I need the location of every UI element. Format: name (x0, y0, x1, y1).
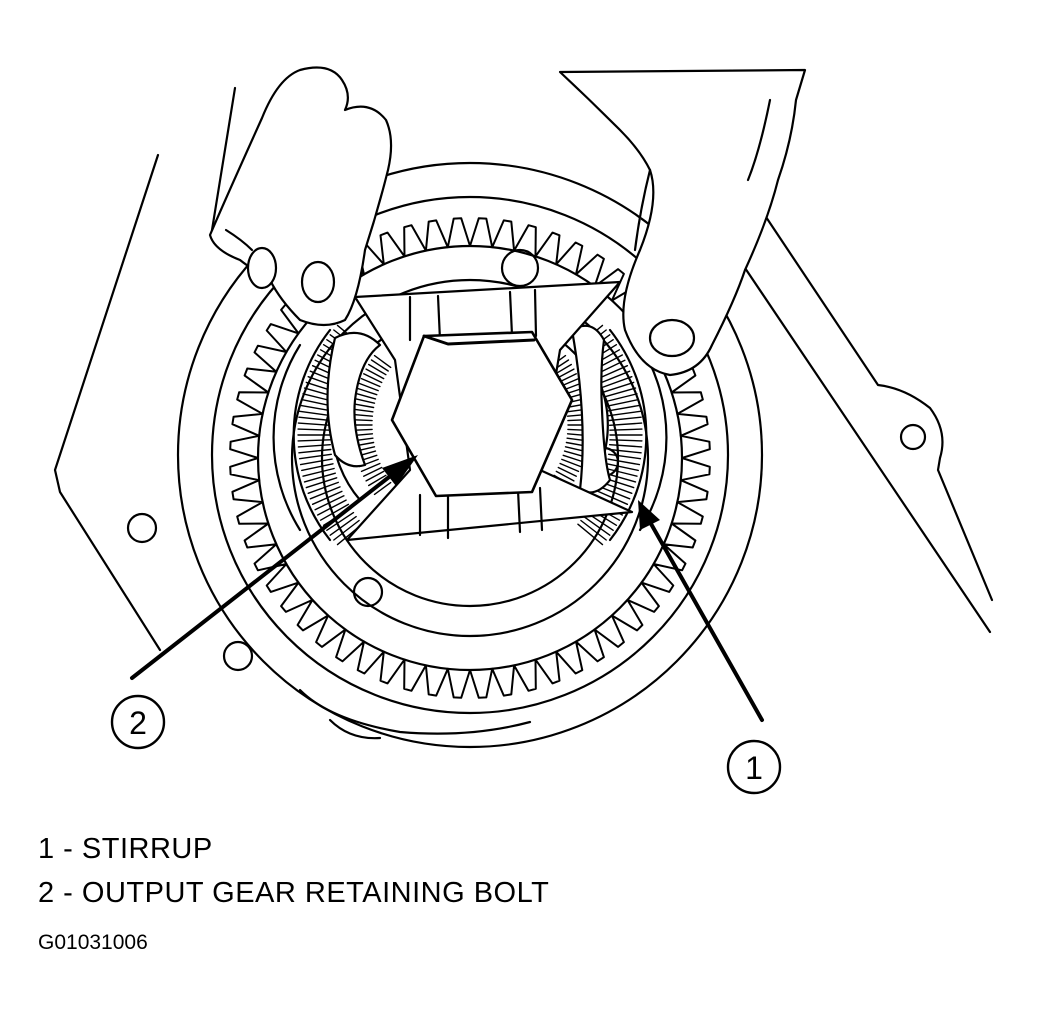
stirrup-hatch-line (609, 439, 643, 442)
callout-1-number: 1 (745, 750, 763, 786)
stirrup-hatch-line (602, 381, 635, 393)
stirrup-hatch-line (607, 458, 641, 466)
stirrup-hatch-line (559, 462, 580, 473)
stirrup-hatch-line (363, 466, 383, 477)
stirrup-hatch-line (360, 462, 381, 473)
left-hand (208, 66, 393, 327)
right-hand (558, 68, 807, 377)
leader-arrow-2 (130, 455, 418, 680)
stirrup-hatch-line (557, 466, 577, 477)
stirrup-hatch-line (303, 472, 336, 483)
stirrup-hatch-line (353, 403, 375, 409)
stirrup-hatch-line (597, 365, 629, 380)
stirrup-hatch-line (597, 490, 629, 505)
stirrup-hatch-line (607, 404, 641, 412)
stirrup-hatch-line (609, 422, 643, 426)
stirrup-hatch-line (606, 463, 639, 472)
stirrup-hatch-line (302, 467, 335, 477)
stirrup-hatch-line (355, 392, 377, 400)
stirrup-hatch-line (298, 410, 332, 417)
stirrup-hatch-line (309, 486, 341, 500)
stirrup-hatch-line (577, 523, 604, 546)
stirrup-hatch-line (368, 474, 387, 487)
stirrup-hatch-line (329, 515, 357, 536)
stirrup-hatch-line (363, 373, 383, 384)
stirrup-hatch-line (301, 463, 334, 472)
stirrup-hatch-line (370, 359, 389, 372)
stirrup-hatch-line (314, 495, 345, 511)
stirrup-hatch-line (368, 363, 387, 376)
stirrup-hatch-line (373, 481, 392, 496)
callout-2-number: 2 (129, 705, 147, 741)
stirrup-hatch-line (354, 398, 376, 404)
stirrup-hatch-line (365, 368, 385, 380)
stirrup-hatch-line (604, 387, 637, 398)
stirrup-hatch-line (605, 393, 638, 403)
output-gear-retaining-bolt (390, 330, 574, 498)
stirrup-hatch-line (297, 439, 331, 442)
stirrup-hatch-line (609, 428, 643, 431)
stirrup-hatch-line (358, 382, 379, 392)
output-gear (176, 161, 764, 749)
stirrup-hatch-line (311, 490, 343, 505)
stirrup-hatch-line (562, 454, 583, 463)
stirrup-hatch-line (333, 519, 360, 541)
stirrup-hatch-line (298, 448, 332, 454)
legend-item-1: 1 - STIRRUP (38, 833, 213, 865)
stirrup-hatch-line (608, 410, 642, 417)
stirrup-hatch-line (351, 413, 374, 417)
stirrup-hatch-line (357, 387, 378, 396)
callout-1: 1 (726, 739, 782, 795)
stirrup-hatch-line (599, 370, 631, 384)
stirrup-hatch-line (299, 458, 333, 466)
stirrup-hatch-line (373, 354, 392, 369)
legend-item-2: 2 - OUTPUT GEAR RETAINING BOLT (38, 877, 550, 909)
stirrup-hatch-line (604, 472, 637, 483)
callout-2: 2 (110, 694, 166, 750)
housing-outline (53, 153, 994, 740)
stirrup-hatch-line (605, 467, 638, 477)
stirrup-hatch-line (561, 458, 582, 468)
leader-arrow-1 (638, 500, 764, 722)
stirrup-hatch-line (555, 470, 575, 482)
stirrup-hatch-line (297, 444, 331, 448)
stirrup-hatch-line (305, 477, 338, 489)
stirrup-hatch-line (606, 398, 639, 407)
stirrup-hatch-line (326, 511, 355, 531)
stirrup-hatch-line (352, 408, 374, 413)
stirrup-hatch-line (297, 428, 331, 431)
stirrup-hatch-line (580, 519, 607, 541)
stirrup-hatch-line (317, 499, 347, 516)
stirrup-hatch-line (583, 515, 611, 536)
stirrup-hatch-line (360, 377, 381, 388)
stirrup-hatch-line (319, 503, 350, 521)
stirrup-hatch-line (601, 376, 633, 389)
stirrup-hatch-line (365, 470, 385, 482)
stirrup-hatch-line (608, 448, 642, 454)
stirrup-hatch-line (563, 450, 585, 458)
stirrup-hatch-line (307, 481, 339, 494)
stirrup-hatch-line (608, 453, 642, 460)
stirrup-hatch-line (298, 453, 332, 460)
stirrup-hatch-line (599, 486, 631, 500)
stirrup-hatch-line (608, 416, 642, 422)
stirrup-hatch-line (297, 422, 331, 426)
figure-id: G01031006 (38, 931, 148, 954)
stirrup-hatch-line (298, 416, 332, 422)
stirrup-hatch-line (609, 444, 643, 448)
